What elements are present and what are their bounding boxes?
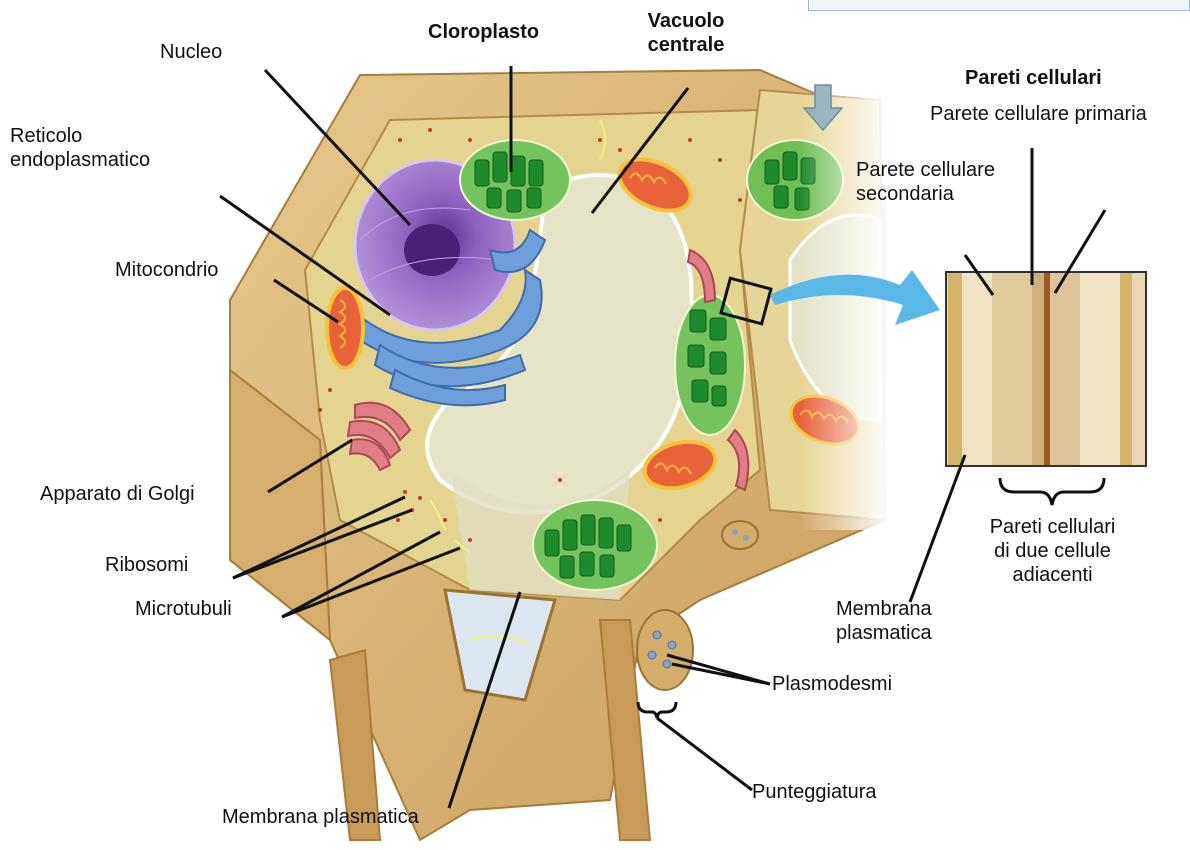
label-punteggiatura: Punteggiatura xyxy=(752,780,877,804)
label-vacuolo-line1: Vacuolo xyxy=(636,9,736,33)
label-reticolo: Reticolo endoplasmatico xyxy=(10,124,150,172)
chloroplast-bottom xyxy=(533,500,657,590)
label-pareti-due-line3: adiacenti xyxy=(960,563,1145,587)
label-plasmodesmi: Plasmodesmi xyxy=(772,672,892,696)
label-vacuolo: Vacuolo centrale xyxy=(636,9,736,57)
label-membrana-plasmatica-right: Membrana plasmatica xyxy=(836,597,932,645)
label-reticolo-line2: endoplasmatico xyxy=(10,148,150,172)
label-membrana-right-line2: plasmatica xyxy=(836,621,932,645)
label-parete-secondaria-line1: Parete cellulare xyxy=(856,158,995,182)
label-membrana-plasmatica-bottom: Membrana plasmatica xyxy=(222,805,419,829)
label-vacuolo-line2: centrale xyxy=(636,33,736,57)
label-parete-secondaria: Parete cellulare secondaria xyxy=(856,158,995,206)
label-pareti-due-line1: Pareti cellulari xyxy=(960,515,1145,539)
chloroplast-top xyxy=(460,140,570,220)
label-parete-primaria: Parete cellulare primaria xyxy=(930,102,1147,126)
label-parete-secondaria-line2: secondaria xyxy=(856,182,995,206)
label-golgi: Apparato di Golgi xyxy=(40,482,195,506)
label-mitocondrio: Mitocondrio xyxy=(115,258,218,282)
brace-small-icon xyxy=(638,702,676,718)
cell-wall-detail xyxy=(946,272,1146,466)
label-pareti-due-line2: di due cellule xyxy=(960,539,1145,563)
label-nucleo: Nucleo xyxy=(160,40,222,64)
label-pareti-due-cellule: Pareti cellulari di due cellule adiacent… xyxy=(960,515,1145,587)
label-ribosomi: Ribosomi xyxy=(105,553,188,577)
label-cloroplasto: Cloroplasto xyxy=(428,20,539,44)
label-microtubuli: Microtubuli xyxy=(135,597,232,621)
label-pareti-cellulari: Pareti cellulari xyxy=(965,66,1102,90)
brace-icon xyxy=(1000,478,1104,505)
label-membrana-right-line1: Membrana xyxy=(836,597,932,621)
label-reticolo-line1: Reticolo xyxy=(10,124,150,148)
plasmodesmata-small xyxy=(722,521,758,549)
plasmodesmata-pit xyxy=(637,610,693,690)
